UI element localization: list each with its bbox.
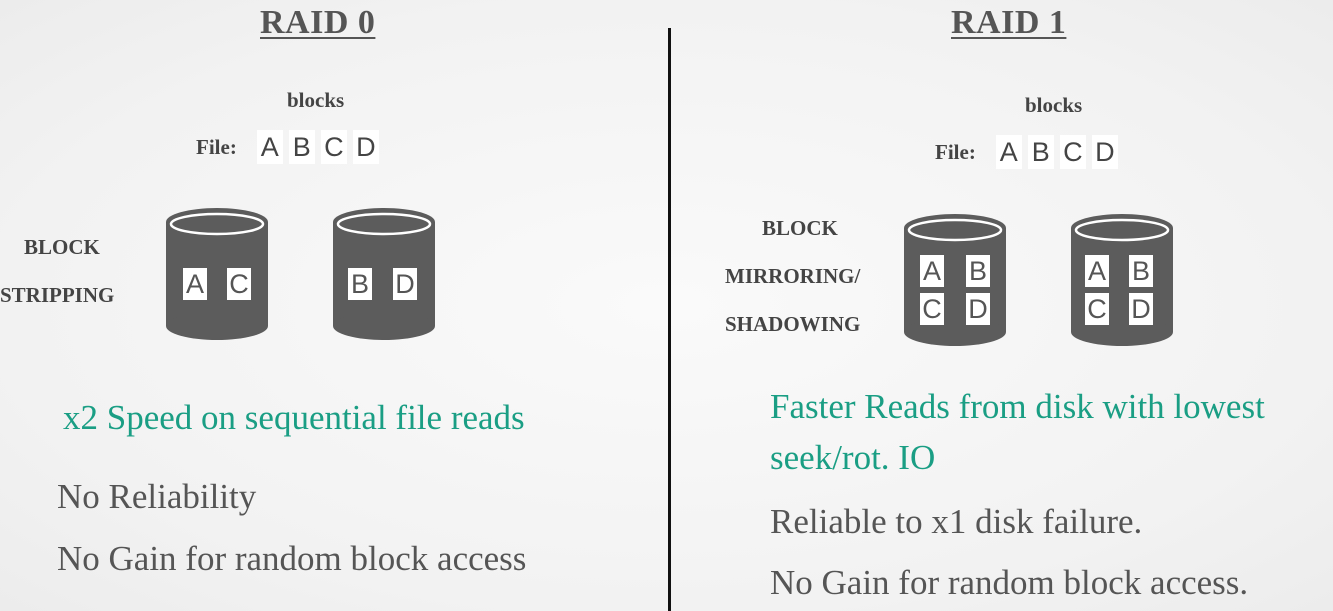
raid1-file-label: File:	[935, 139, 976, 164]
raid0-disk-2: B D	[333, 206, 435, 342]
raid0-file-blocks: A B C D	[256, 130, 379, 164]
disk-block: C	[1085, 293, 1109, 325]
raid0-note: No Gain for random block access	[57, 539, 527, 578]
side-label-line: BLOCK	[24, 235, 100, 259]
raid0-benefit: x2 Speed on sequential file reads	[63, 398, 525, 437]
disk-block: B	[966, 255, 990, 287]
disk-block: A	[920, 255, 944, 287]
side-label-line: BLOCK	[762, 216, 838, 240]
file-block: D	[1091, 135, 1118, 169]
disk-block: B	[348, 268, 372, 300]
side-label-line: STRIPPING	[0, 283, 115, 307]
disk-block: C	[920, 293, 944, 325]
file-block: A	[256, 130, 283, 164]
raid1-benefit-line-2: seek/rot. IO	[770, 438, 936, 477]
raid1-disk-1: A B C D	[904, 212, 1006, 348]
raid1-blocks-label: blocks	[1025, 93, 1083, 117]
disk-block: D	[393, 268, 417, 300]
raid1-note: Reliable to x1 disk failure.	[770, 502, 1143, 541]
file-block: A	[995, 135, 1022, 169]
file-block: C	[1059, 135, 1086, 169]
raid1-benefit-line-1: Faster Reads from disk with lowest	[770, 387, 1265, 426]
column-divider	[668, 28, 671, 611]
raid1-disk-2: A B C D	[1071, 212, 1173, 348]
file-block: D	[352, 130, 379, 164]
raid1-file-blocks: A B C D	[995, 135, 1118, 169]
raid0-file-label: File:	[196, 134, 237, 159]
raid0-disk-1: A C	[166, 206, 268, 342]
raid0-blocks-label: blocks	[287, 88, 345, 112]
disk-block: B	[1129, 255, 1153, 287]
raid0-side-label: BLOCK STRIPPING	[0, 223, 114, 319]
disk-block: D	[966, 293, 990, 325]
disk-block: D	[1129, 293, 1153, 325]
side-label-line: SHADOWING	[725, 312, 861, 336]
disk-cylinder-icon	[333, 208, 435, 340]
disk-block: A	[183, 268, 207, 300]
file-block: B	[1027, 135, 1054, 169]
raid0-title: RAID 0	[260, 4, 376, 41]
raid1-title: RAID 1	[951, 4, 1067, 41]
raid0-file-row: File: A B C D	[196, 130, 379, 164]
raid1-side-label: BLOCK MIRRORING/ SHADOWING	[725, 204, 860, 348]
raid0-note: No Reliability	[57, 477, 257, 516]
side-label-line: MIRRORING/	[725, 264, 861, 288]
raid1-note: No Gain for random block access.	[770, 563, 1249, 602]
file-block: B	[288, 130, 315, 164]
disk-block: C	[227, 268, 251, 300]
disk-block: A	[1085, 255, 1109, 287]
file-block: C	[320, 130, 347, 164]
disk-cylinder-icon	[166, 208, 268, 340]
raid1-file-row: File: A B C D	[935, 135, 1118, 169]
